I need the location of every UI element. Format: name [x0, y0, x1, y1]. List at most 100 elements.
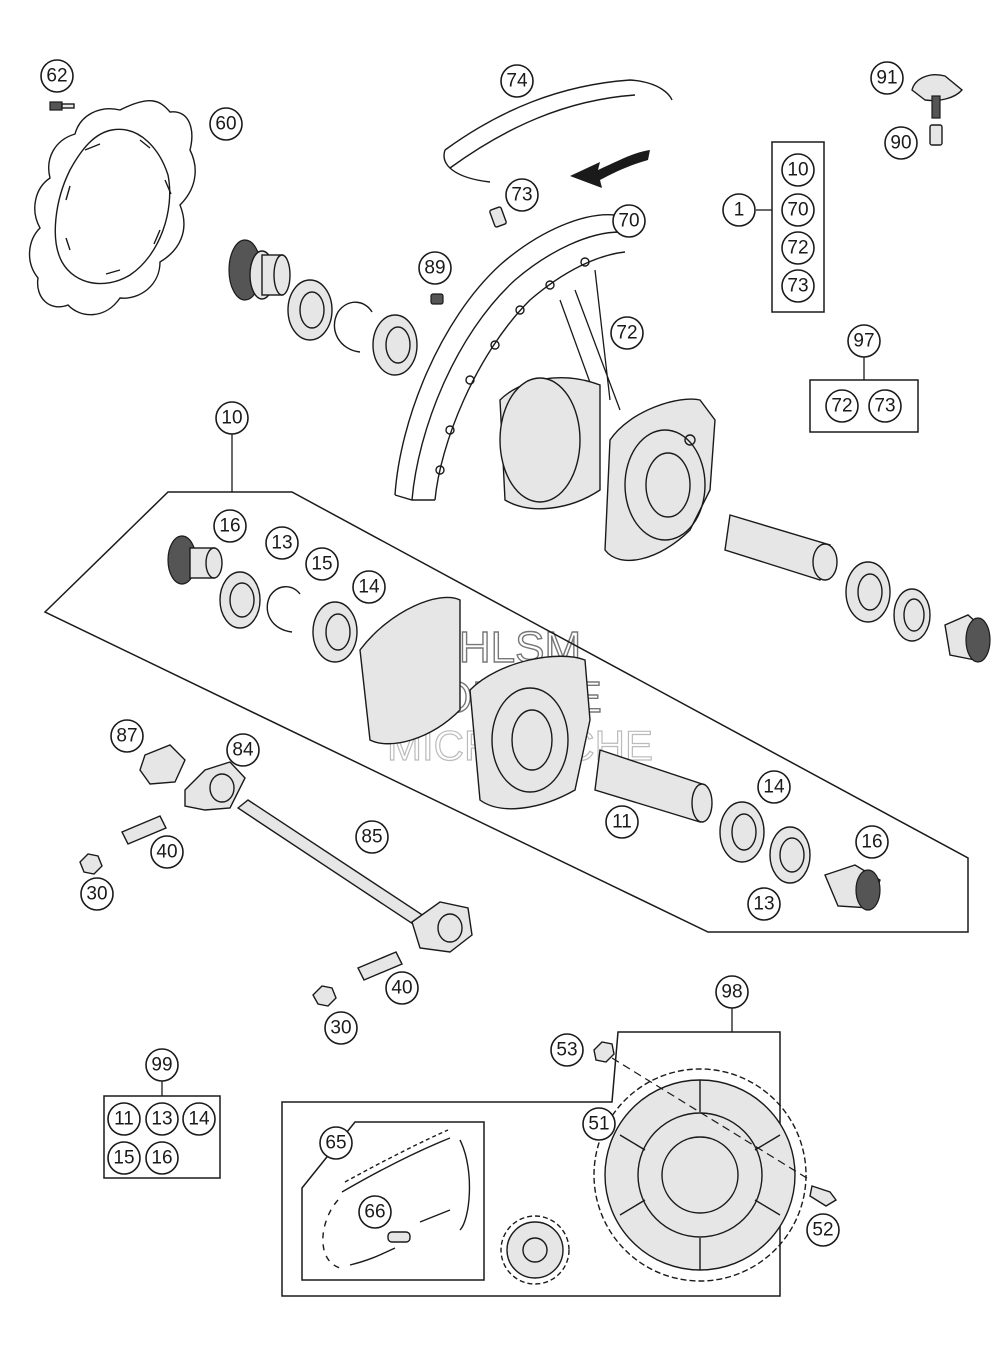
svg-text:13: 13 [271, 533, 292, 554]
callout-16-right[interactable]: 16 [855, 825, 889, 859]
callout-62[interactable]: 62 [40, 59, 74, 93]
adjuster-bolt-40b [357, 951, 403, 981]
axle-85 [236, 799, 473, 953]
callout-11[interactable]: 11 [605, 805, 639, 839]
callout-99-14[interactable]: 14 [182, 1102, 216, 1136]
callout-30-upper[interactable]: 30 [80, 877, 114, 911]
svg-text:87: 87 [116, 726, 137, 747]
svg-text:74: 74 [506, 71, 528, 92]
svg-text:72: 72 [831, 396, 852, 417]
upper-spacer-tube [724, 514, 991, 663]
svg-text:72: 72 [616, 323, 637, 344]
frame-bearing-right [719, 801, 765, 863]
callout-97-73[interactable]: 73 [868, 389, 902, 423]
callout-99-11[interactable]: 11 [107, 1102, 141, 1136]
callout-66[interactable]: 66 [358, 1195, 392, 1229]
svg-text:40: 40 [391, 978, 412, 999]
callout-30-lower[interactable]: 30 [324, 1011, 358, 1045]
callout-52[interactable]: 52 [806, 1213, 840, 1247]
upper-circlip [333, 301, 373, 353]
callout-1-73[interactable]: 73 [781, 269, 815, 303]
callout-14-right[interactable]: 14 [757, 770, 791, 804]
brake-disc [28, 100, 196, 316]
svg-text:15: 15 [113, 1148, 134, 1169]
upper-spacer [228, 239, 291, 301]
frame-seal [219, 571, 261, 629]
svg-text:97: 97 [853, 331, 874, 352]
frame-spacer-tube [594, 749, 713, 823]
callout-60[interactable]: 60 [209, 107, 243, 141]
spoke-nipple-top [489, 206, 507, 228]
svg-text:60: 60 [215, 114, 236, 135]
callout-1-70[interactable]: 70 [781, 193, 815, 227]
svg-text:70: 70 [787, 200, 808, 221]
wheel-kit-box [771, 141, 825, 313]
upper-seal [287, 279, 333, 341]
frame-bearing [312, 601, 358, 663]
callout-84[interactable]: 84 [226, 733, 260, 767]
svg-text:14: 14 [358, 577, 380, 598]
callout-99[interactable]: 99 [145, 1048, 179, 1082]
svg-text:66: 66 [364, 1202, 385, 1223]
callout-53[interactable]: 53 [550, 1033, 584, 1067]
tire [443, 79, 673, 183]
upper-bearing [372, 314, 418, 376]
drive-chain [322, 1129, 471, 1269]
svg-text:30: 30 [86, 884, 107, 905]
svg-text:10: 10 [787, 160, 808, 181]
upper-hub [499, 377, 716, 562]
svg-text:10: 10 [221, 408, 242, 429]
chain-adjuster-84 [184, 761, 246, 811]
callout-99-16[interactable]: 16 [145, 1141, 179, 1175]
callout-97-72[interactable]: 72 [825, 389, 859, 423]
callout-74[interactable]: 74 [500, 64, 534, 98]
callout-98[interactable]: 98 [715, 975, 749, 1009]
callout-99-13[interactable]: 13 [145, 1102, 179, 1136]
svg-text:53: 53 [556, 1040, 577, 1061]
rear-sprocket [593, 1068, 807, 1282]
disc-bolt [49, 101, 75, 111]
callout-70-rim[interactable]: 70 [612, 204, 646, 238]
callout-40-lower[interactable]: 40 [385, 971, 419, 1005]
callout-15[interactable]: 15 [305, 547, 339, 581]
svg-text:70: 70 [618, 211, 639, 232]
callout-91[interactable]: 91 [870, 61, 904, 95]
sprocket-nut-53 [593, 1041, 615, 1063]
svg-text:89: 89 [424, 258, 445, 279]
callout-73-top[interactable]: 73 [505, 178, 539, 212]
svg-text:65: 65 [325, 1133, 346, 1154]
callout-1-10[interactable]: 10 [781, 153, 815, 187]
callout-90[interactable]: 90 [884, 126, 918, 160]
svg-text:72: 72 [787, 238, 808, 259]
callout-13-right[interactable]: 13 [747, 887, 781, 921]
svg-text:13: 13 [753, 894, 774, 915]
callout-14-left[interactable]: 14 [352, 570, 386, 604]
callout-1[interactable]: 1 [722, 193, 756, 227]
svg-text:13: 13 [151, 1109, 172, 1130]
callout-1-72[interactable]: 72 [781, 231, 815, 265]
svg-text:16: 16 [219, 516, 240, 537]
svg-text:40: 40 [156, 842, 177, 863]
callout-13-left[interactable]: 13 [265, 526, 299, 560]
frame-spacer-right [824, 864, 881, 911]
callout-16-left[interactable]: 16 [213, 509, 247, 543]
adjuster-bolt-40a [121, 815, 167, 845]
callout-85[interactable]: 85 [355, 820, 389, 854]
nut-30a [79, 853, 103, 875]
svg-text:99: 99 [151, 1055, 172, 1076]
callout-40-upper[interactable]: 40 [150, 835, 184, 869]
callout-99-15[interactable]: 15 [107, 1141, 141, 1175]
axle-collar-87 [139, 744, 186, 785]
svg-text:62: 62 [46, 66, 67, 87]
frame-spacer [167, 535, 223, 585]
callout-72-spoke[interactable]: 72 [610, 316, 644, 350]
frame-seal-right [769, 826, 811, 884]
callout-97[interactable]: 97 [847, 324, 881, 358]
cap-89 [430, 293, 444, 305]
svg-text:14: 14 [188, 1109, 210, 1130]
callout-51[interactable]: 51 [582, 1107, 616, 1141]
callout-10-hub[interactable]: 10 [215, 401, 249, 435]
callout-65[interactable]: 65 [319, 1126, 353, 1160]
callout-87[interactable]: 87 [110, 719, 144, 753]
callout-89[interactable]: 89 [418, 251, 452, 285]
